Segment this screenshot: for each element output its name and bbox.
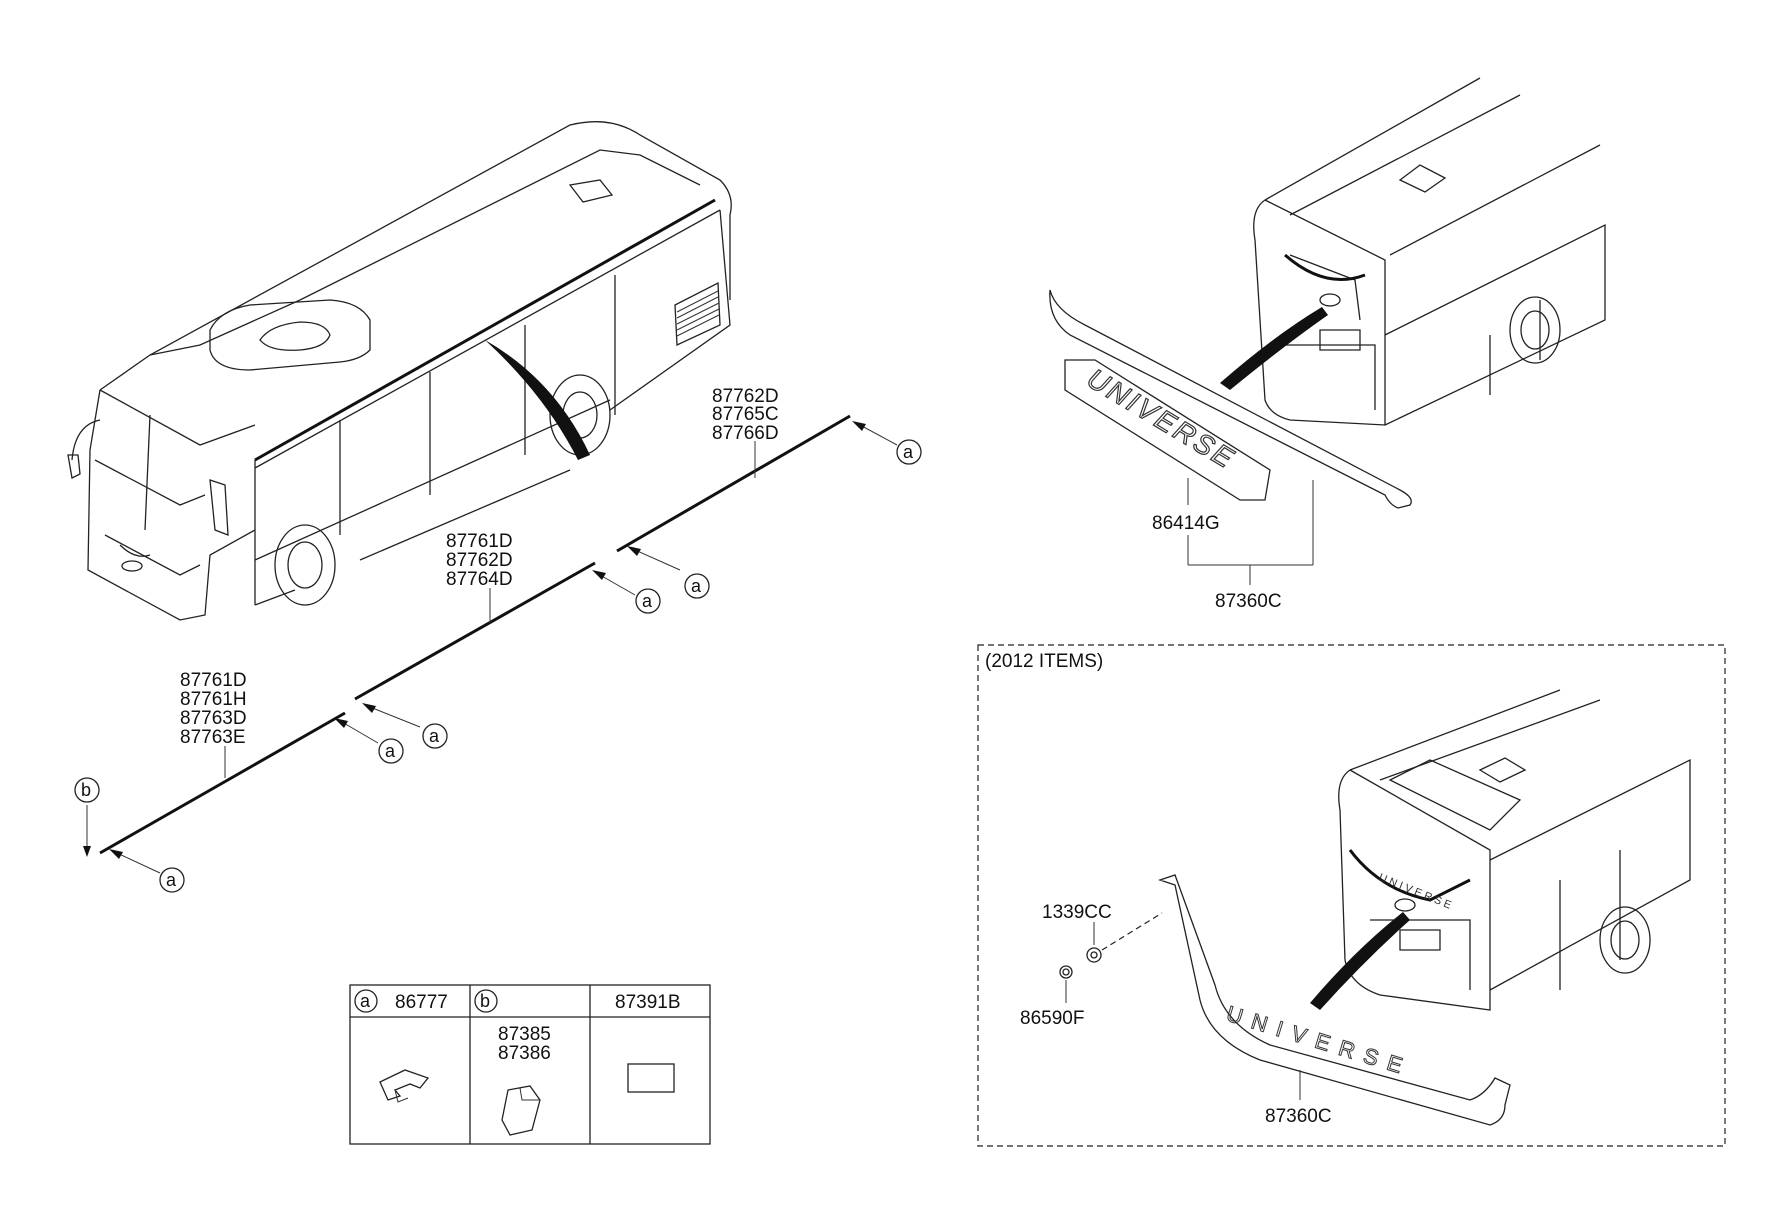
svg-text:a: a [691, 576, 702, 596]
strip-lower [99, 711, 346, 855]
part-number: 87763D [180, 708, 247, 729]
part-number-garnish-2012: 87360C [1265, 1106, 1332, 1127]
part-number: 87762D [446, 550, 513, 571]
legend-part-b1: 87385 [498, 1024, 551, 1045]
bus-rear-illustration [1220, 77, 1606, 426]
garnish-labels: 86414G 87360C [1152, 478, 1314, 612]
part-number: 87763E [180, 727, 246, 748]
clip-icon [379, 1069, 430, 1103]
callout-a: a [896, 439, 922, 465]
section-title: (2012 ITEMS) [985, 651, 1103, 672]
rear-garnish [1049, 289, 1412, 509]
legend-part-a: 86777 [395, 992, 448, 1013]
part-number-nut: 1339CC [1042, 902, 1112, 923]
section-2012: (2012 ITEMS) UNIVERSE UNIVERSE 1339CC [977, 644, 1726, 1147]
legend-key-a: a [354, 989, 378, 1013]
svg-text:a: a [166, 870, 177, 890]
part-number: 87761H [180, 689, 247, 710]
strip-upper-labels: 87762D 87765C 87766D [712, 386, 779, 444]
washer-icon [1059, 965, 1073, 979]
legend-part-c: 87391B [615, 992, 681, 1013]
strip-middle [354, 561, 596, 701]
emblem-text-curved: UNIVERSE [1224, 1001, 1415, 1081]
pointer-arrow [1310, 912, 1410, 1010]
part-number: 87762D [712, 386, 779, 407]
part-number-washer: 86590F [1020, 1008, 1084, 1029]
svg-text:a: a [903, 442, 914, 462]
emblem-text: UNIVERSE [1082, 363, 1241, 476]
strip-lower-labels: 87761D 87761H 87763D 87763E [180, 670, 247, 748]
svg-text:a: a [429, 726, 440, 746]
part-number-garnish: 87360C [1215, 591, 1282, 612]
part-number: 87764D [446, 569, 513, 590]
part-number: 87765C [712, 404, 779, 425]
callout-a: a [378, 738, 404, 764]
callout-a: a [684, 573, 710, 599]
pointer-arrow [1220, 307, 1328, 390]
part-number-emblem: 86414G [1152, 513, 1220, 534]
legend-table: a 86777 b 87391B 87385 87386 [349, 984, 711, 1145]
moulding-strips [83, 414, 898, 874]
bus-side-illustration [67, 121, 732, 621]
callout-a: a [159, 867, 185, 893]
svg-text:b: b [81, 780, 91, 800]
cap-icon [501, 1085, 541, 1136]
callout-a: a [422, 723, 448, 749]
part-number: 87761D [446, 531, 513, 552]
legend-key-b: b [474, 989, 498, 1013]
svg-text:b: b [480, 991, 490, 1011]
part-number: 87761D [180, 670, 247, 691]
svg-text:a: a [642, 591, 653, 611]
pointer-arrow [485, 340, 590, 460]
callout-a: a [635, 588, 661, 614]
svg-text:a: a [385, 741, 396, 761]
part-number: 87766D [712, 423, 779, 444]
tape-icon [627, 1063, 675, 1093]
svg-text:a: a [360, 991, 371, 1011]
nut-icon [1086, 947, 1102, 963]
strip-upper [616, 414, 851, 553]
legend-part-b2: 87386 [498, 1043, 551, 1064]
callout-b: b [74, 777, 100, 803]
strip-middle-labels: 87761D 87762D 87764D [446, 531, 513, 590]
